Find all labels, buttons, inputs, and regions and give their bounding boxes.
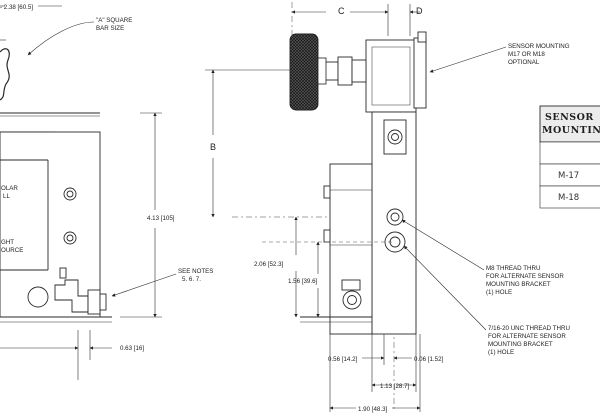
note-sensor-mounting: SENSOR MOUNTING M17 OR M18 OPTIONAL xyxy=(429,43,570,73)
dimension-4-13 xyxy=(120,112,162,318)
svg-text:MOUNTING BRACKET: MOUNTING BRACKET xyxy=(488,341,553,348)
svg-text:"A" SQUARE: "A" SQUARE xyxy=(96,17,132,24)
svg-text:FOR ALTERNATE SENSOR: FOR ALTERNATE SENSOR xyxy=(488,333,566,340)
svg-text:GHT: GHT xyxy=(1,239,14,246)
left-partial-labels: OLAR LL GHT OURCE xyxy=(1,185,23,254)
svg-text:M17 OR M18: M17 OR M18 xyxy=(508,51,545,58)
svg-text:FOR ALTERNATE SENSOR: FOR ALTERNATE SENSOR xyxy=(486,273,564,280)
table-row: M-18 xyxy=(558,193,579,203)
sensor-mounting-table: SENSOR MOUNTING M-17 M-18 xyxy=(539,105,600,209)
svg-text:SENSOR MOUNTING: SENSOR MOUNTING xyxy=(508,43,570,50)
note-unc-thread: 7/16-20 UNC THREAD THRU FOR ALTERNATE SE… xyxy=(403,245,570,356)
dim-label-b: B xyxy=(210,142,216,152)
note-square-bar: "A" SQUARE BAR SIZE xyxy=(27,17,132,56)
svg-text:7/16-20 UNC THREAD THRU: 7/16-20 UNC THREAD THRU xyxy=(488,325,570,332)
svg-text:OLAR: OLAR xyxy=(1,185,18,192)
svg-text:OPTIONAL: OPTIONAL xyxy=(508,59,540,66)
dim-label-4-13: 4.13 [105] xyxy=(147,215,175,222)
dim-label-2-38: - 2.38 [60.5] xyxy=(0,4,33,11)
dim-label-2-06: 2.06 [52.3] xyxy=(254,261,284,268)
dim-label-0-56: 0.56 [14.2] xyxy=(328,356,358,363)
svg-text:BAR SIZE: BAR SIZE xyxy=(96,25,124,32)
thumb-knob xyxy=(289,33,319,111)
dimension-1-56 xyxy=(262,241,394,318)
dim-label-d: D xyxy=(416,6,423,16)
dimension-b xyxy=(205,69,292,218)
note-m8-thread: M8 THREAD THRU FOR ALTERNATE SENSOR MOUN… xyxy=(401,219,564,296)
svg-text:LL: LL xyxy=(3,193,10,200)
dim-label-0-06: 0.06 [1.52] xyxy=(414,356,444,363)
svg-text:MOUNTING BRACKET: MOUNTING BRACKET xyxy=(486,281,551,288)
dim-label-c: C xyxy=(338,6,345,16)
side-view-body xyxy=(300,31,427,335)
note-see-notes: SEE NOTES 5. 6. 7. xyxy=(111,268,213,297)
dim-label-1-13: 1.13 [28.7] xyxy=(380,383,410,390)
svg-text:(1) HOLE: (1) HOLE xyxy=(488,349,514,356)
svg-text:5. 6. 7.: 5. 6. 7. xyxy=(182,276,201,283)
bottom-dimensions xyxy=(329,334,421,412)
left-view xyxy=(0,5,112,323)
svg-text:(1) HOLE: (1) HOLE xyxy=(486,289,512,296)
svg-text:OURCE: OURCE xyxy=(1,247,23,254)
table-row: M-17 xyxy=(558,171,579,181)
dimension-c-d xyxy=(291,4,420,36)
dim-label-1-56: 1.56 [39.6] xyxy=(288,278,318,285)
knob-collar xyxy=(317,57,327,85)
dim-label-1-90: 1.90 [48.3] xyxy=(358,406,388,413)
table-header-line-2: MOUNTING xyxy=(542,125,600,136)
svg-text:SEE NOTES: SEE NOTES xyxy=(178,268,213,275)
dim-label-0-63: 0.63 [16] xyxy=(120,345,144,352)
dim-0-63-lines xyxy=(0,330,112,380)
svg-text:M8 THREAD THRU: M8 THREAD THRU xyxy=(486,265,540,272)
table-header-line-1: SENSOR xyxy=(545,112,594,123)
